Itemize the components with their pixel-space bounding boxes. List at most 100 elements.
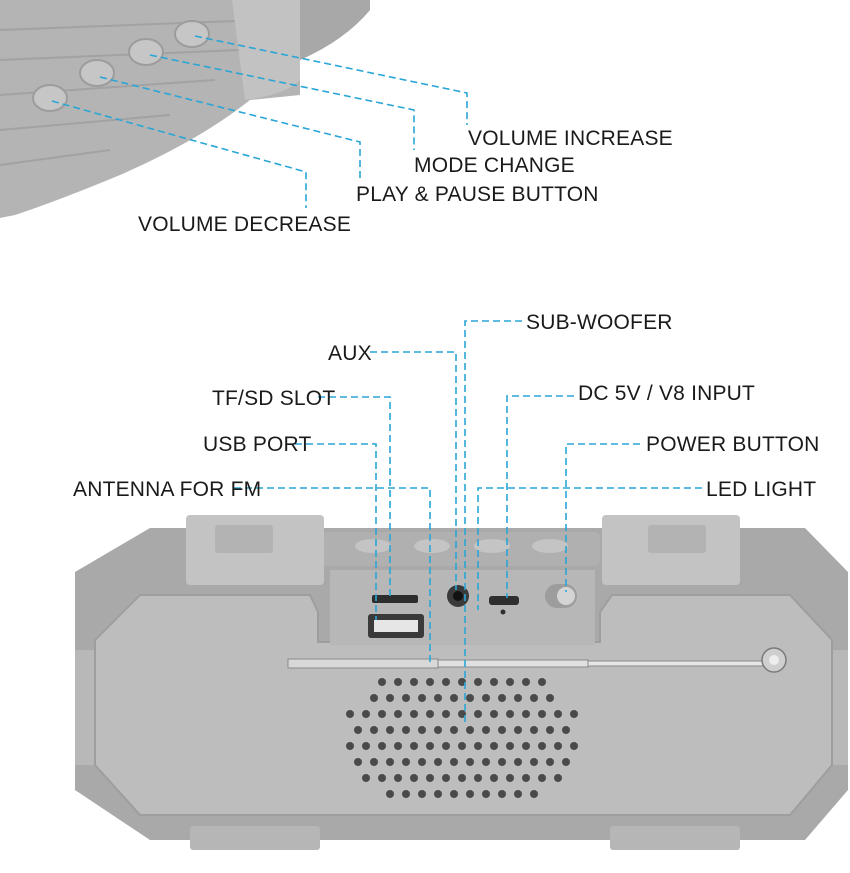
grille-hole <box>426 710 434 718</box>
grille-hole <box>554 742 562 750</box>
grille-hole <box>474 774 482 782</box>
label-play-pause: PLAY & PAUSE BUTTON <box>356 183 599 206</box>
label-sub-woofer: SUB-WOOFER <box>526 311 673 334</box>
grille-hole <box>458 710 466 718</box>
grille-hole <box>498 758 506 766</box>
leader-antenna-fm <box>234 487 431 663</box>
grille-hole <box>530 694 538 702</box>
label-usb-port: USB PORT <box>203 433 312 456</box>
grille-hole <box>442 710 450 718</box>
led-light-icon <box>500 609 506 615</box>
grille-hole <box>562 726 570 734</box>
grille-hole <box>354 758 362 766</box>
back-panel-speaker-image <box>75 515 848 850</box>
grille-hole <box>354 726 362 734</box>
leader-dc-input <box>506 395 574 598</box>
grille-hole <box>498 694 506 702</box>
grille-hole <box>482 790 490 798</box>
grille-hole <box>418 758 426 766</box>
grille-hole <box>378 742 386 750</box>
grille-hole <box>546 726 554 734</box>
top-leader-lines <box>51 35 468 208</box>
grille-hole <box>514 758 522 766</box>
play-pause-button-icon <box>79 59 115 87</box>
label-led-light: LED LIGHT <box>706 478 816 501</box>
grille-hole <box>370 726 378 734</box>
grille-hole <box>386 790 394 798</box>
grille-hole <box>482 694 490 702</box>
grille-hole <box>554 774 562 782</box>
label-mode-change: MODE CHANGE <box>414 154 575 177</box>
grille-hole <box>426 678 434 686</box>
grille-hole <box>434 694 442 702</box>
fm-antenna-icon <box>287 647 787 673</box>
grille-hole <box>346 710 354 718</box>
grille-hole <box>538 678 546 686</box>
grille-hole <box>482 758 490 766</box>
grille-hole <box>410 742 418 750</box>
grille-hole <box>386 758 394 766</box>
grille-hole <box>362 742 370 750</box>
grille-hole <box>474 742 482 750</box>
grille-hole <box>394 678 402 686</box>
grille-hole <box>378 774 386 782</box>
leader-usb-port <box>295 443 377 620</box>
grille-hole <box>394 710 402 718</box>
grille-hole <box>498 790 506 798</box>
tf-sd-slot-icon <box>372 595 418 603</box>
grille-hole <box>466 694 474 702</box>
grille-hole <box>410 710 418 718</box>
grille-hole <box>498 726 506 734</box>
grille-hole <box>402 790 410 798</box>
grille-hole <box>402 758 410 766</box>
grille-hole <box>450 726 458 734</box>
leader-mode-change <box>149 54 415 150</box>
grille-hole <box>346 742 354 750</box>
grille-hole <box>538 742 546 750</box>
grille-hole <box>482 726 490 734</box>
label-volume-increase: VOLUME INCREASE <box>468 127 673 150</box>
grille-hole <box>466 726 474 734</box>
grille-hole <box>402 694 410 702</box>
grille-hole <box>386 694 394 702</box>
grille-hole <box>394 774 402 782</box>
leader-tf-sd-slot <box>318 396 391 598</box>
grille-hole <box>402 726 410 734</box>
mode-change-button-icon <box>128 38 164 66</box>
grille-hole <box>570 710 578 718</box>
volume-decrease-button-icon <box>32 84 68 112</box>
grille-hole <box>434 758 442 766</box>
grille-hole <box>490 678 498 686</box>
grille-hole <box>506 710 514 718</box>
top-view-speaker-image <box>0 0 370 218</box>
grille-hole <box>442 678 450 686</box>
grille-hole <box>458 742 466 750</box>
grille-hole <box>522 710 530 718</box>
back-leader-lines <box>234 320 702 725</box>
grille-hole <box>522 742 530 750</box>
grille-hole <box>506 774 514 782</box>
grille-hole <box>442 774 450 782</box>
grille-hole <box>450 790 458 798</box>
leader-sub-woofer <box>464 320 522 725</box>
grille-hole <box>522 678 530 686</box>
grille-hole <box>426 742 434 750</box>
leader-led-light <box>477 487 702 610</box>
grille-hole <box>474 678 482 686</box>
grille-hole <box>418 694 426 702</box>
grille-hole <box>546 694 554 702</box>
grille-hole <box>474 710 482 718</box>
grille-hole <box>506 742 514 750</box>
grille-hole <box>530 726 538 734</box>
grille-hole <box>514 790 522 798</box>
dc-input-port-icon <box>489 596 519 605</box>
grille-hole <box>418 726 426 734</box>
leader-power-button <box>565 443 640 592</box>
grille-hole <box>378 678 386 686</box>
grille-hole <box>530 790 538 798</box>
grille-hole <box>450 758 458 766</box>
grille-hole <box>490 774 498 782</box>
grille-hole <box>458 678 466 686</box>
leader-aux <box>370 351 457 590</box>
